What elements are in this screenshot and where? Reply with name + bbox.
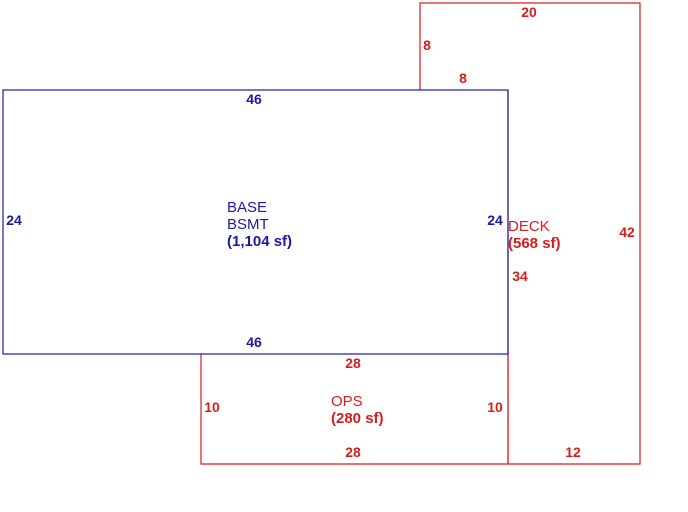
base-section: 46 46 24 24 BASE BSMT (1,104 sf) [2, 89, 509, 355]
deck-dim-inner-left: 34 [512, 268, 528, 284]
base-dim-top: 46 [246, 91, 262, 107]
base-name-line1: BASE [227, 199, 267, 216]
ops-dim-left: 10 [204, 399, 220, 415]
deck-dim-bottom: 12 [565, 444, 581, 460]
deck-section: 20 8 8 42 34 12 DECK (568 sf) [419, 2, 641, 465]
ops-name: OPS [331, 393, 363, 410]
ops-outline [200, 354, 509, 465]
deck-area: (568 sf) [508, 235, 561, 252]
base-area: (1,104 sf) [227, 233, 292, 250]
deck-dim-top: 20 [521, 4, 537, 20]
ops-dim-bottom: 28 [345, 444, 361, 460]
deck-dim-right: 42 [619, 224, 635, 240]
ops-area: (280 sf) [331, 410, 384, 427]
ops-section: 28 28 10 10 OPS (280 sf) [200, 354, 509, 465]
base-name-line2: BSMT [227, 216, 269, 233]
deck-dim-notch-vertical: 8 [423, 37, 431, 53]
deck-dim-notch-horizontal: 8 [459, 70, 467, 86]
base-dim-bottom: 46 [246, 334, 262, 350]
base-outline [2, 89, 509, 355]
base-dim-right: 24 [487, 212, 503, 228]
ops-dim-right: 10 [487, 399, 503, 415]
base-dim-left: 24 [6, 212, 22, 228]
ops-dim-top: 28 [345, 355, 361, 371]
deck-name: DECK [508, 218, 550, 235]
